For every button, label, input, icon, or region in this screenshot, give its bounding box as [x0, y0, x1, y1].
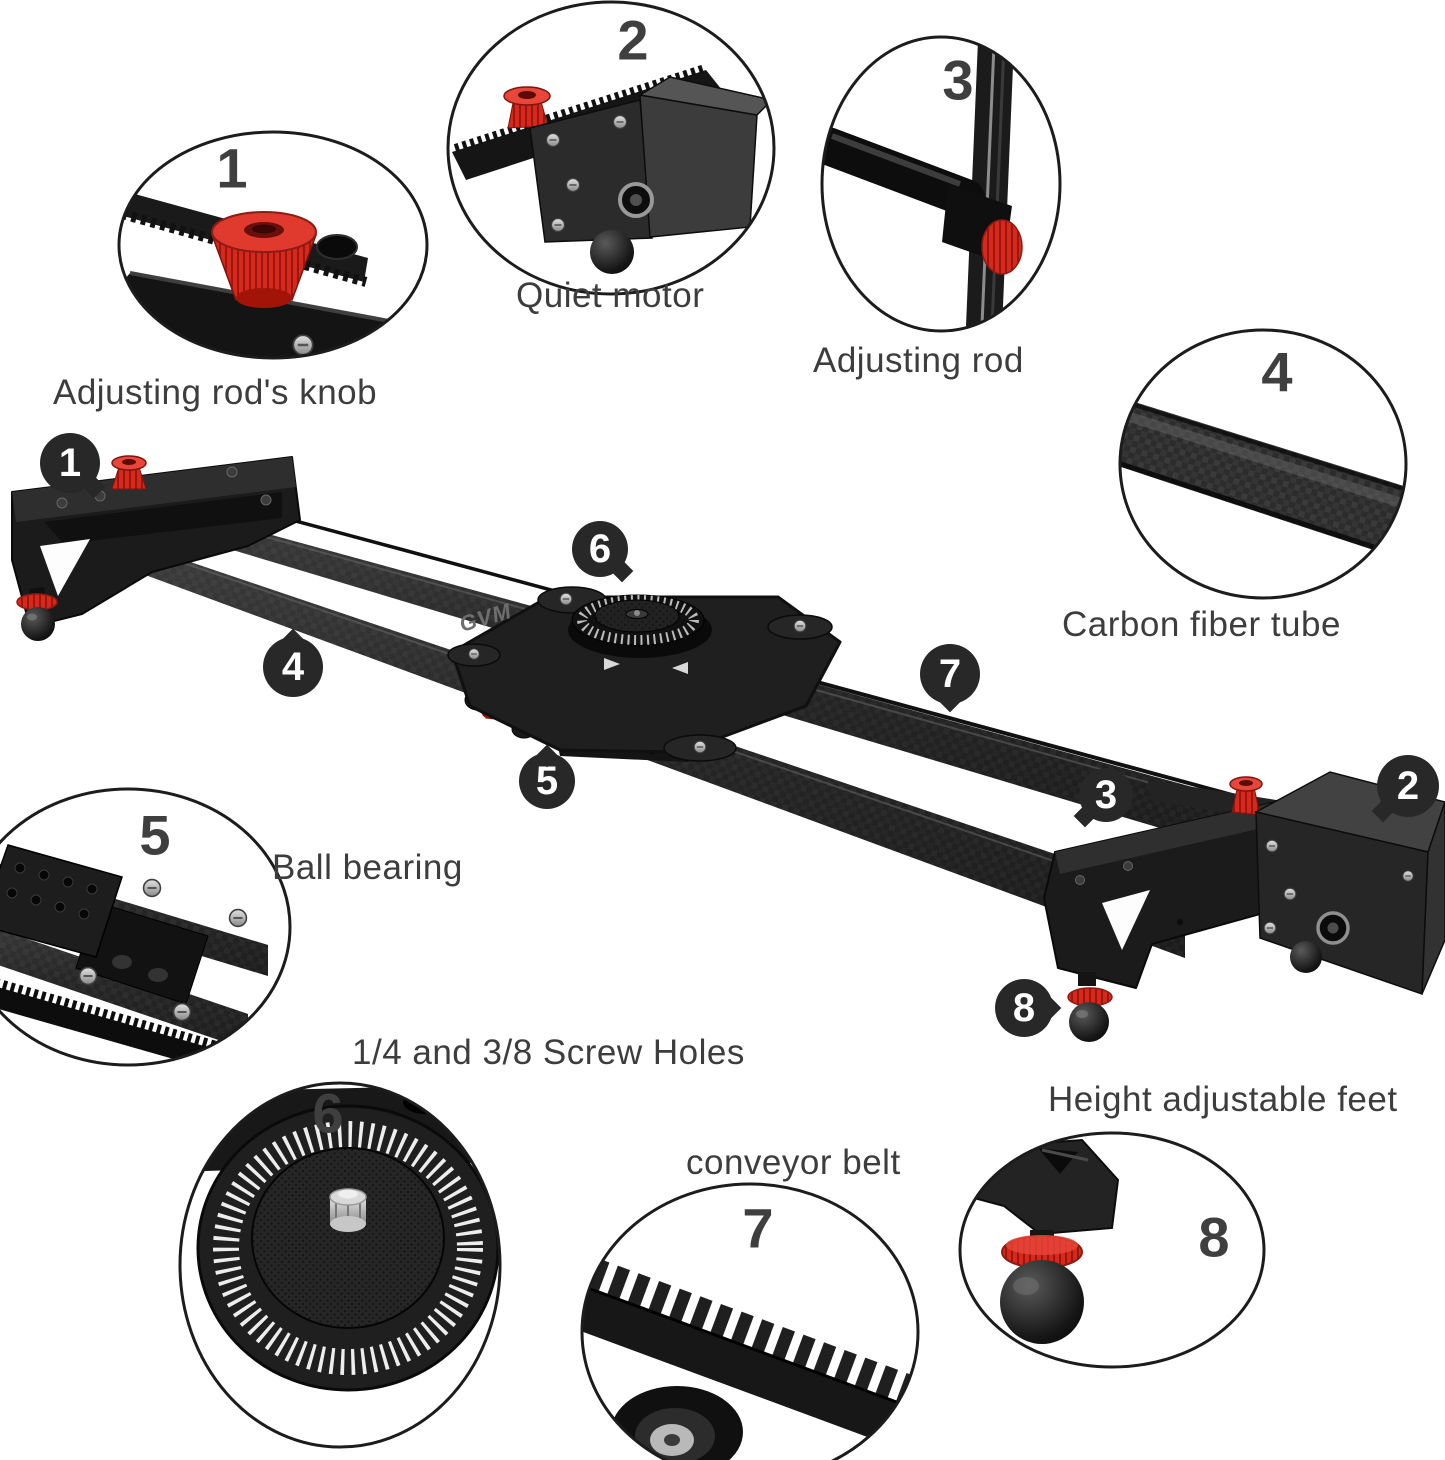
badge-4: 4 — [263, 628, 323, 697]
inset-conveyor-belt — [580, 1182, 920, 1460]
motor-ball-foot — [1290, 941, 1322, 973]
badge-1-number: 1 — [58, 441, 82, 485]
label-carbon-fiber-tube: Carbon fiber tube — [1062, 605, 1341, 644]
camera-slider: GVM — [11, 455, 1445, 1042]
inset-number-3: 3 — [942, 48, 974, 112]
label-screw-holes: 1/4 and 3/8 Screw Holes — [352, 1033, 745, 1072]
inset-ball-bearing — [0, 787, 292, 1067]
inset-adjusting-rods-knob — [117, 130, 429, 360]
slider-carriage: GVM — [447, 586, 842, 762]
badge-3-number: 3 — [1094, 773, 1118, 817]
inset-number-6: 6 — [312, 1081, 344, 1145]
quarter-inch-screw — [329, 1188, 367, 1232]
left-end-bracket — [11, 455, 301, 641]
inset-quiet-motor — [446, 0, 776, 296]
inset-screw-holes — [178, 1081, 502, 1449]
badge-4-number: 4 — [281, 645, 305, 689]
badge-7: 7 — [920, 644, 980, 713]
label-adjusting-rods-knob: Adjusting rod's knob — [53, 373, 378, 412]
inset-number-2: 2 — [617, 8, 649, 72]
badge-1: 1 — [40, 433, 106, 499]
badge-2-number: 2 — [1396, 764, 1420, 808]
inset-number-8: 8 — [1198, 1205, 1230, 1269]
badge-5-number: 5 — [535, 759, 559, 803]
quiet-motor-block — [1253, 771, 1445, 996]
label-height-adjustable-feet: Height adjustable feet — [1048, 1080, 1398, 1119]
label-quiet-motor: Quiet motor — [516, 276, 705, 315]
inset-number-1: 1 — [216, 136, 248, 200]
red-knob-closeup — [210, 211, 318, 308]
label-adjusting-rod: Adjusting rod — [813, 341, 1024, 380]
label-conveyor-belt: conveyor belt — [686, 1143, 901, 1182]
badge-2: 2 — [1371, 755, 1439, 823]
badge-8-number: 8 — [1012, 986, 1036, 1030]
mounting-dial — [568, 594, 712, 658]
badge-6-number: 6 — [588, 527, 612, 571]
badge-8: 8 — [995, 979, 1062, 1037]
adjusting-rod-knob — [111, 455, 147, 490]
motor-rod-knob — [503, 86, 551, 129]
right-adjusting-rod-knob — [1229, 776, 1263, 816]
height-adjustable-foot — [1067, 972, 1113, 1042]
badge-6: 6 — [572, 521, 634, 583]
inset-adjusting-rod — [820, 35, 1062, 333]
inset-number-5: 5 — [139, 803, 171, 867]
badge-5: 5 — [519, 744, 575, 809]
right-end-bracket — [1043, 771, 1445, 1042]
left-foot — [16, 586, 58, 641]
inset-number-7: 7 — [742, 1196, 774, 1260]
inset-carbon-fiber-tube — [1118, 328, 1408, 600]
inset-number-4: 4 — [1261, 340, 1293, 404]
badge-7-number: 7 — [938, 652, 962, 696]
badge-3: 3 — [1073, 768, 1133, 828]
label-ball-bearing: Ball bearing — [272, 848, 463, 887]
